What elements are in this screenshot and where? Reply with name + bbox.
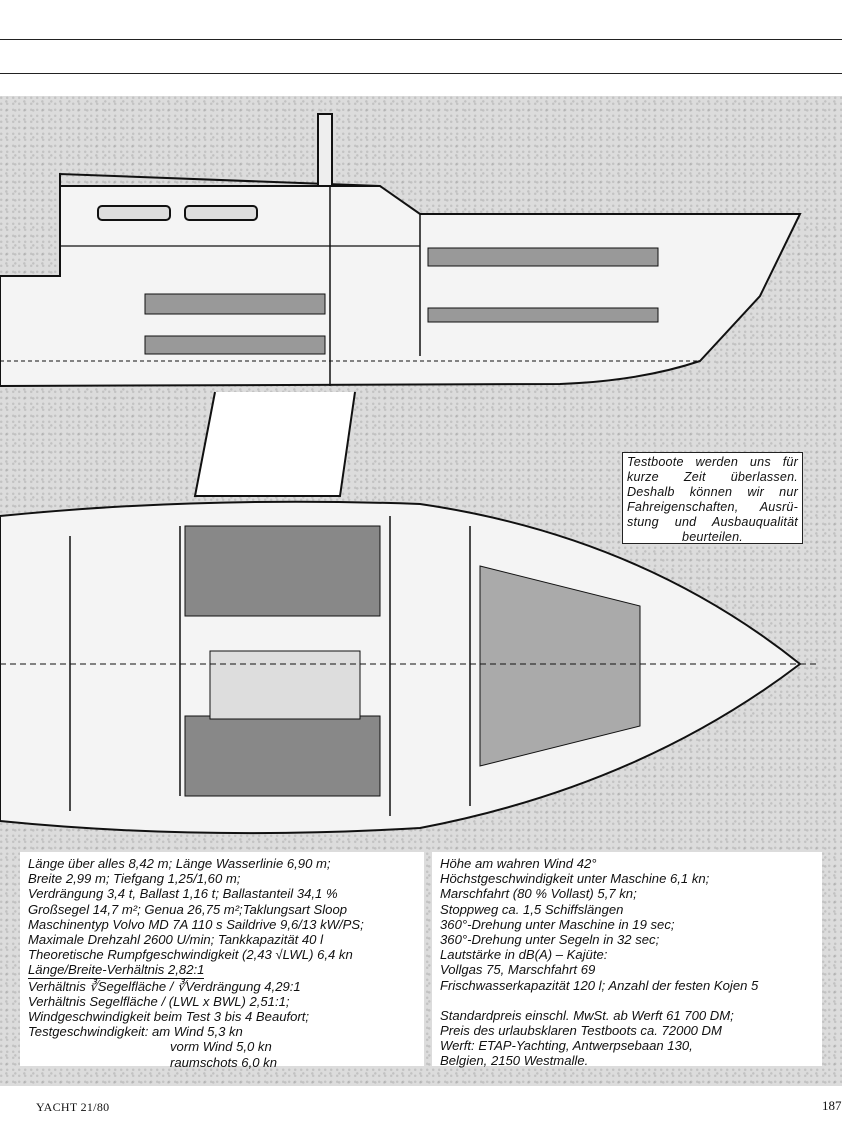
- spacer: [440, 993, 822, 1008]
- top-rule-2: [0, 73, 842, 74]
- note-line: Testboote werden uns für: [627, 455, 798, 469]
- spec-line: vorm Wind 5,0 kn: [170, 1039, 272, 1055]
- spec-line: Vollgas 75, Marschfahrt 69: [440, 962, 596, 978]
- deck-plan-hull: [0, 500, 802, 835]
- price-line: Werft: ETAP-Yachting, Antwerpsebaan 130,: [440, 1038, 693, 1054]
- price-line: Belgien, 2150 Westmalle.: [440, 1053, 589, 1069]
- price-line: Preis des urlaubsklaren Testboots ca. 72…: [440, 1023, 722, 1039]
- spec-line: Theoretische Rumpfgeschwindigkeit (2,43 …: [28, 947, 353, 963]
- keel: [193, 391, 356, 497]
- spec-line-underlined: Länge/Breite-Verhältnis 2,82:1: [28, 962, 424, 979]
- note-line: beurteilen.: [681, 530, 743, 544]
- note-line: stung und Ausbauqualität: [627, 515, 798, 529]
- spec-line: Länge über alles 8,42 m; Länge Wasserlin…: [28, 856, 331, 871]
- test-boat-note: Testboote werden uns für kurze Zeit über…: [622, 452, 803, 544]
- spec-line: Stoppweg ca. 1,5 Schiffslängen: [440, 901, 624, 917]
- spec-panel-left: Länge über alles 8,42 m; Länge Wasserlin…: [20, 852, 424, 1070]
- magazine-issue: YACHT 21/80: [36, 1100, 110, 1114]
- spec-line: 360°-Drehung unter Maschine in 19 sec;: [440, 916, 675, 932]
- side-cabin-top: [59, 172, 381, 187]
- spec-line: Maximale Drehzahl 2600 U/min; Tankkapazi…: [28, 932, 323, 948]
- spec-line: Höchstgeschwindigkeit unter Maschine 6,1…: [440, 871, 710, 887]
- note-line: Deshalb können wir nur: [627, 485, 798, 499]
- page-number: 187: [822, 1098, 842, 1113]
- spec-panel-right: Höhe am wahren Wind 42° Höchstgeschwindi…: [432, 852, 822, 1069]
- spec-line: raumschots 6,0 kn: [170, 1054, 277, 1070]
- spec-line: Länge/Breite-Verhältnis 2,82:1: [28, 962, 205, 979]
- top-rule-1: [0, 39, 842, 40]
- spec-line: Verdrängung 3,4 t, Ballast 1,16 t; Balla…: [28, 886, 338, 902]
- spec-line: Großsegel 14,7 m²; Genua 26,75 m²;Taklun…: [28, 901, 348, 917]
- spec-line: Breite 2,99 m; Tiefgang 1,25/1,60 m;: [28, 871, 241, 887]
- price-line: Standardpreis einschl. MwSt. ab Werft 61…: [440, 1007, 734, 1023]
- spec-line: Maschinentyp Volvo MD 7A 110 s Saildrive…: [28, 916, 364, 932]
- spec-line: Windgeschwindigkeit beim Test 3 bis 4 Be…: [28, 1009, 310, 1025]
- note-line: kurze Zeit überlassen.: [627, 470, 798, 484]
- spec-line: Frischwasserkapazität 120 l; Anzahl der …: [440, 977, 759, 993]
- boat-illustration: [0, 113, 820, 835]
- spec-line: Marschfahrt (80 % Vollast) 5,7 kn;: [440, 886, 637, 902]
- mast-stub: [317, 113, 333, 187]
- spec-line: Höhe am wahren Wind 42°: [440, 856, 597, 871]
- spec-line: Lautstärke in dB(A) – Kajüte:: [440, 947, 608, 963]
- spec-line: 360°-Drehung unter Segeln in 32 sec;: [440, 932, 660, 948]
- spec-line: Verhältnis ∛Segelfläche / ∛Verdrängung 4…: [28, 978, 301, 994]
- spec-line: Verhältnis Segelfläche / (LWL x BWL) 2,5…: [28, 993, 290, 1009]
- spec-line: Testgeschwindigkeit: am Wind 5,3 kn: [28, 1024, 243, 1040]
- note-line: Fahreigenschaften, Ausrü-: [627, 500, 798, 514]
